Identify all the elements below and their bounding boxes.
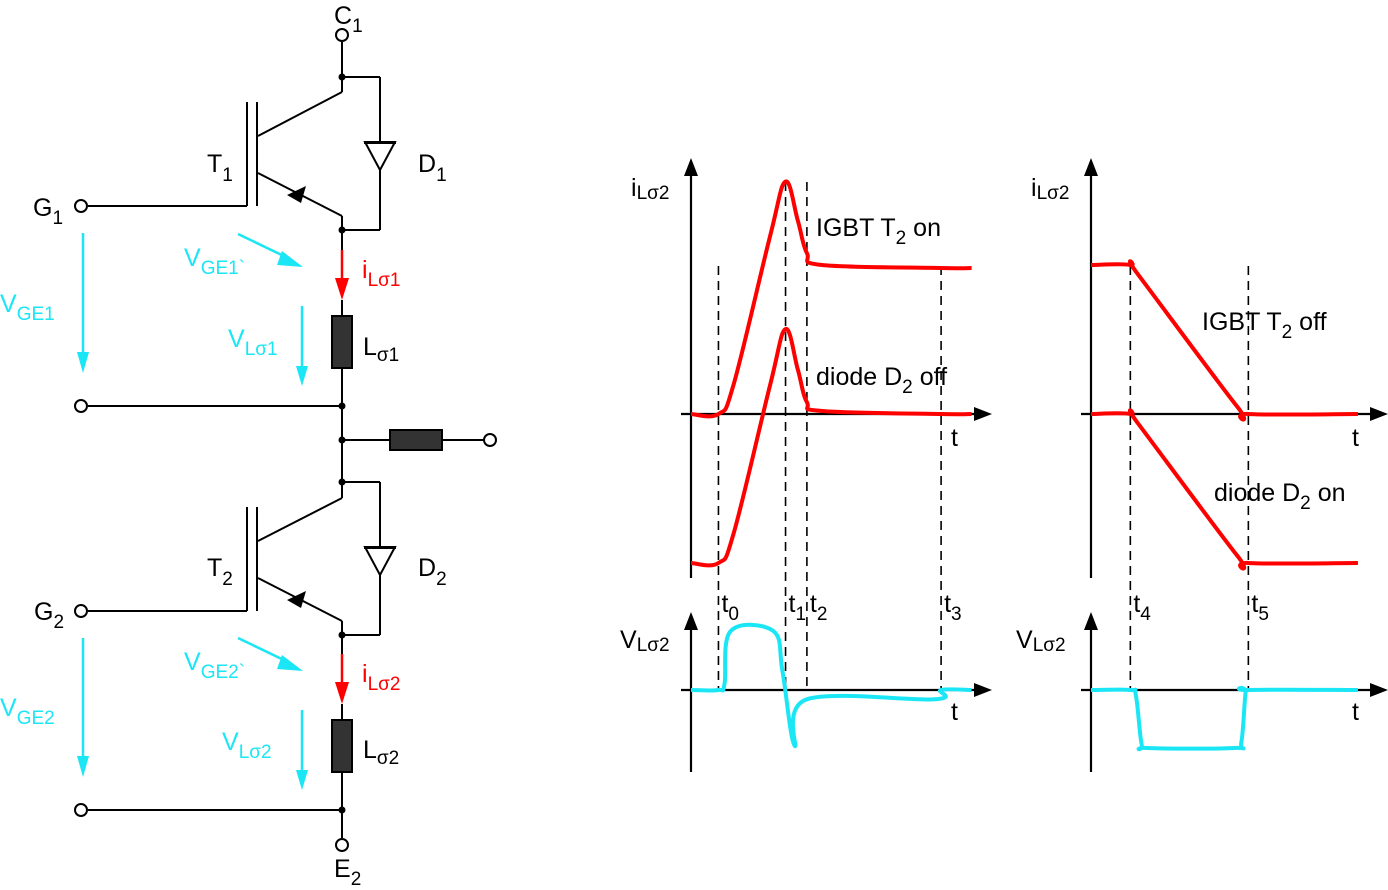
diode-d2-icon: [363, 546, 397, 578]
x-axis-arrow-icon: [974, 407, 992, 421]
series-line-1-0: [690, 622, 972, 748]
x-axis-label: t: [1352, 424, 1359, 452]
label-c1: C1: [334, 2, 363, 37]
label-l1: Lσ1: [363, 333, 399, 366]
inductor-l2: [331, 719, 353, 773]
label-e2: E2: [334, 855, 361, 890]
label-vge2-prime: VGE2`: [184, 648, 245, 683]
y-axis-label: VLσ2: [1016, 626, 1066, 656]
x-axis-label: t: [1352, 698, 1359, 726]
arrow-head-icon: [77, 756, 89, 777]
x-axis-arrow-icon: [1370, 407, 1388, 421]
time-marker-label: t0: [721, 590, 739, 625]
terminal-aux-emitter-2[interactable]: [74, 803, 88, 817]
series-line-2-1: [1090, 408, 1358, 571]
arrow-head-icon: [296, 770, 308, 790]
x-axis-label: t: [951, 698, 958, 726]
series-label-igbt-off: IGBT T2 off: [1202, 308, 1327, 343]
arrow-head-icon: [277, 655, 303, 671]
label-t1: T1: [207, 150, 233, 186]
terminal-g1[interactable]: [74, 199, 88, 213]
terminal-c1[interactable]: [335, 28, 349, 42]
terminal-e2[interactable]: [335, 838, 349, 852]
output-load: [389, 429, 443, 451]
chart-turn-on-current: iLσ2 t IGBT T2 on diode D2 off: [631, 158, 992, 578]
terminal-g2[interactable]: [74, 604, 88, 618]
emitter-arrow-icon: [287, 186, 306, 203]
time-marker-label: t5: [1251, 590, 1269, 625]
y-axis-arrow-icon: [684, 612, 698, 630]
half-bridge-circuit: C1 G1 T1 D1 Lσ1 iLσ1 VGE1 VGE1` VLσ1 G2 …: [0, 2, 497, 890]
arrow-head-icon: [296, 366, 308, 386]
label-g2: G2: [34, 598, 64, 633]
emitter-arrow-icon: [287, 591, 306, 608]
x-axis-arrow-icon: [974, 683, 992, 697]
label-t2: T2: [207, 554, 233, 590]
y-axis-arrow-icon: [1084, 158, 1098, 176]
series-line-0-1: [690, 327, 972, 568]
chart-turn-on-voltage: VLσ2 t: [620, 612, 992, 772]
x-axis-label: t: [951, 424, 958, 452]
label-il2: iLσ2: [362, 660, 400, 695]
label-vl1: VLσ1: [228, 325, 278, 360]
current-arrow-icon: [335, 682, 349, 704]
y-axis-label: iLσ2: [1031, 174, 1069, 204]
y-axis-arrow-icon: [1084, 612, 1098, 630]
time-marker-label: t3: [944, 590, 962, 625]
igbt-t1-collector: [257, 91, 343, 137]
terminal-aux-emitter-1[interactable]: [74, 399, 88, 413]
series-line-2-0: [1090, 259, 1358, 422]
series-line-3-0: [1090, 685, 1358, 752]
waveform-charts: iLσ2 t IGBT T2 on diode D2 off VLσ2 t iL…: [620, 158, 1388, 772]
time-marker-label: t1: [789, 590, 807, 625]
series-line-0-0: [690, 179, 972, 419]
label-vge1-prime: VGE1`: [184, 244, 245, 279]
current-arrow-icon: [335, 278, 349, 300]
y-axis-label: iLσ2: [631, 174, 669, 204]
y-axis-arrow-icon: [684, 158, 698, 176]
label-l2: Lσ2: [363, 736, 399, 769]
chart-turn-off-current: iLσ2 t IGBT T2 off diode D2 on: [1031, 158, 1388, 578]
chart-turn-off-voltage: VLσ2 t: [1016, 612, 1388, 772]
label-d1: D1: [418, 150, 447, 186]
arrow-head-icon: [77, 352, 89, 373]
series-label-diode-on: diode D2 on: [1214, 479, 1346, 514]
label-il1: iLσ1: [362, 256, 400, 291]
arrow-head-icon: [277, 251, 303, 267]
series-label-diode-off: diode D2 off: [816, 363, 947, 398]
label-vge1: VGE1: [0, 290, 55, 325]
label-vl2: VLσ2: [222, 728, 272, 763]
igbt-t2-collector: [257, 497, 343, 542]
label-g1: G1: [33, 194, 63, 229]
time-marker-label: t2: [810, 590, 828, 625]
inductor-l1: [331, 315, 353, 369]
time-marker-label: t4: [1133, 590, 1151, 625]
label-vge2: VGE2: [0, 694, 55, 729]
x-axis-arrow-icon: [1370, 683, 1388, 697]
label-d2: D2: [418, 554, 447, 590]
series-label-igbt-on: IGBT T2 on: [816, 214, 941, 249]
diode-d1-icon: [363, 141, 397, 173]
y-axis-label: VLσ2: [620, 626, 670, 656]
terminal-output[interactable]: [483, 433, 497, 447]
